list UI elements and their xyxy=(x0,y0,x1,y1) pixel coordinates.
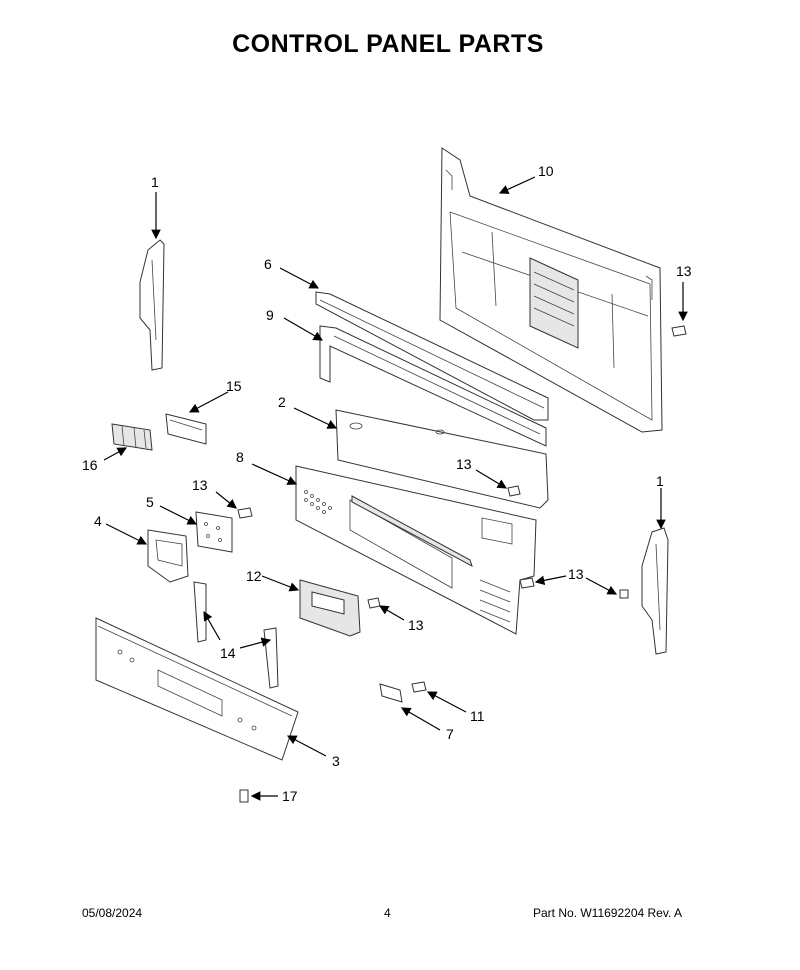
label-1-right: 1 xyxy=(656,473,664,489)
leader-arrows xyxy=(103,176,688,801)
part-1-right-end-cap xyxy=(641,527,669,655)
label-13-shield: 13 xyxy=(456,456,472,472)
label-15: 15 xyxy=(226,378,242,394)
label-2: 2 xyxy=(278,394,286,410)
footer-date: 05/08/2024 xyxy=(82,906,143,920)
part-16-terminal-block xyxy=(111,423,153,451)
label-13-right: 13 xyxy=(568,566,584,582)
part-15-bracket xyxy=(165,413,207,445)
footer-page-number: 4 xyxy=(384,906,391,920)
label-6: 6 xyxy=(264,256,272,272)
part-4-housing xyxy=(147,529,189,583)
part-2-panel-shield xyxy=(335,409,549,509)
label-14: 14 xyxy=(220,645,236,661)
part-1-left-end-cap xyxy=(139,239,165,371)
part-7-clip xyxy=(379,683,403,703)
part-6-top-trim xyxy=(315,291,549,421)
label-17: 17 xyxy=(282,788,298,804)
footer-part-number: Part No. W11692204 Rev. A xyxy=(533,906,682,920)
page-title: CONTROL PANEL PARTS xyxy=(232,30,544,58)
part-10-rear-panel xyxy=(439,147,663,433)
label-4: 4 xyxy=(94,513,102,529)
part-5-board xyxy=(195,511,233,553)
label-3: 3 xyxy=(332,753,340,769)
label-13-rear: 13 xyxy=(676,263,692,279)
label-12: 12 xyxy=(246,568,262,584)
screws xyxy=(237,325,687,803)
label-5: 5 xyxy=(146,494,154,510)
label-9: 9 xyxy=(266,307,274,323)
label-13-board: 13 xyxy=(192,477,208,493)
label-11: 11 xyxy=(470,708,485,724)
part-9-support-bracket xyxy=(319,325,547,447)
label-8: 8 xyxy=(236,449,244,465)
label-7: 7 xyxy=(446,726,454,742)
part-8-panel-frame xyxy=(295,465,537,635)
label-1-left: 1 xyxy=(151,174,159,190)
label-13-control: 13 xyxy=(408,617,424,633)
label-16: 16 xyxy=(82,457,98,473)
part-12-electronic-control xyxy=(299,579,361,637)
label-10: 10 xyxy=(538,163,554,179)
part-3-console xyxy=(95,617,299,761)
